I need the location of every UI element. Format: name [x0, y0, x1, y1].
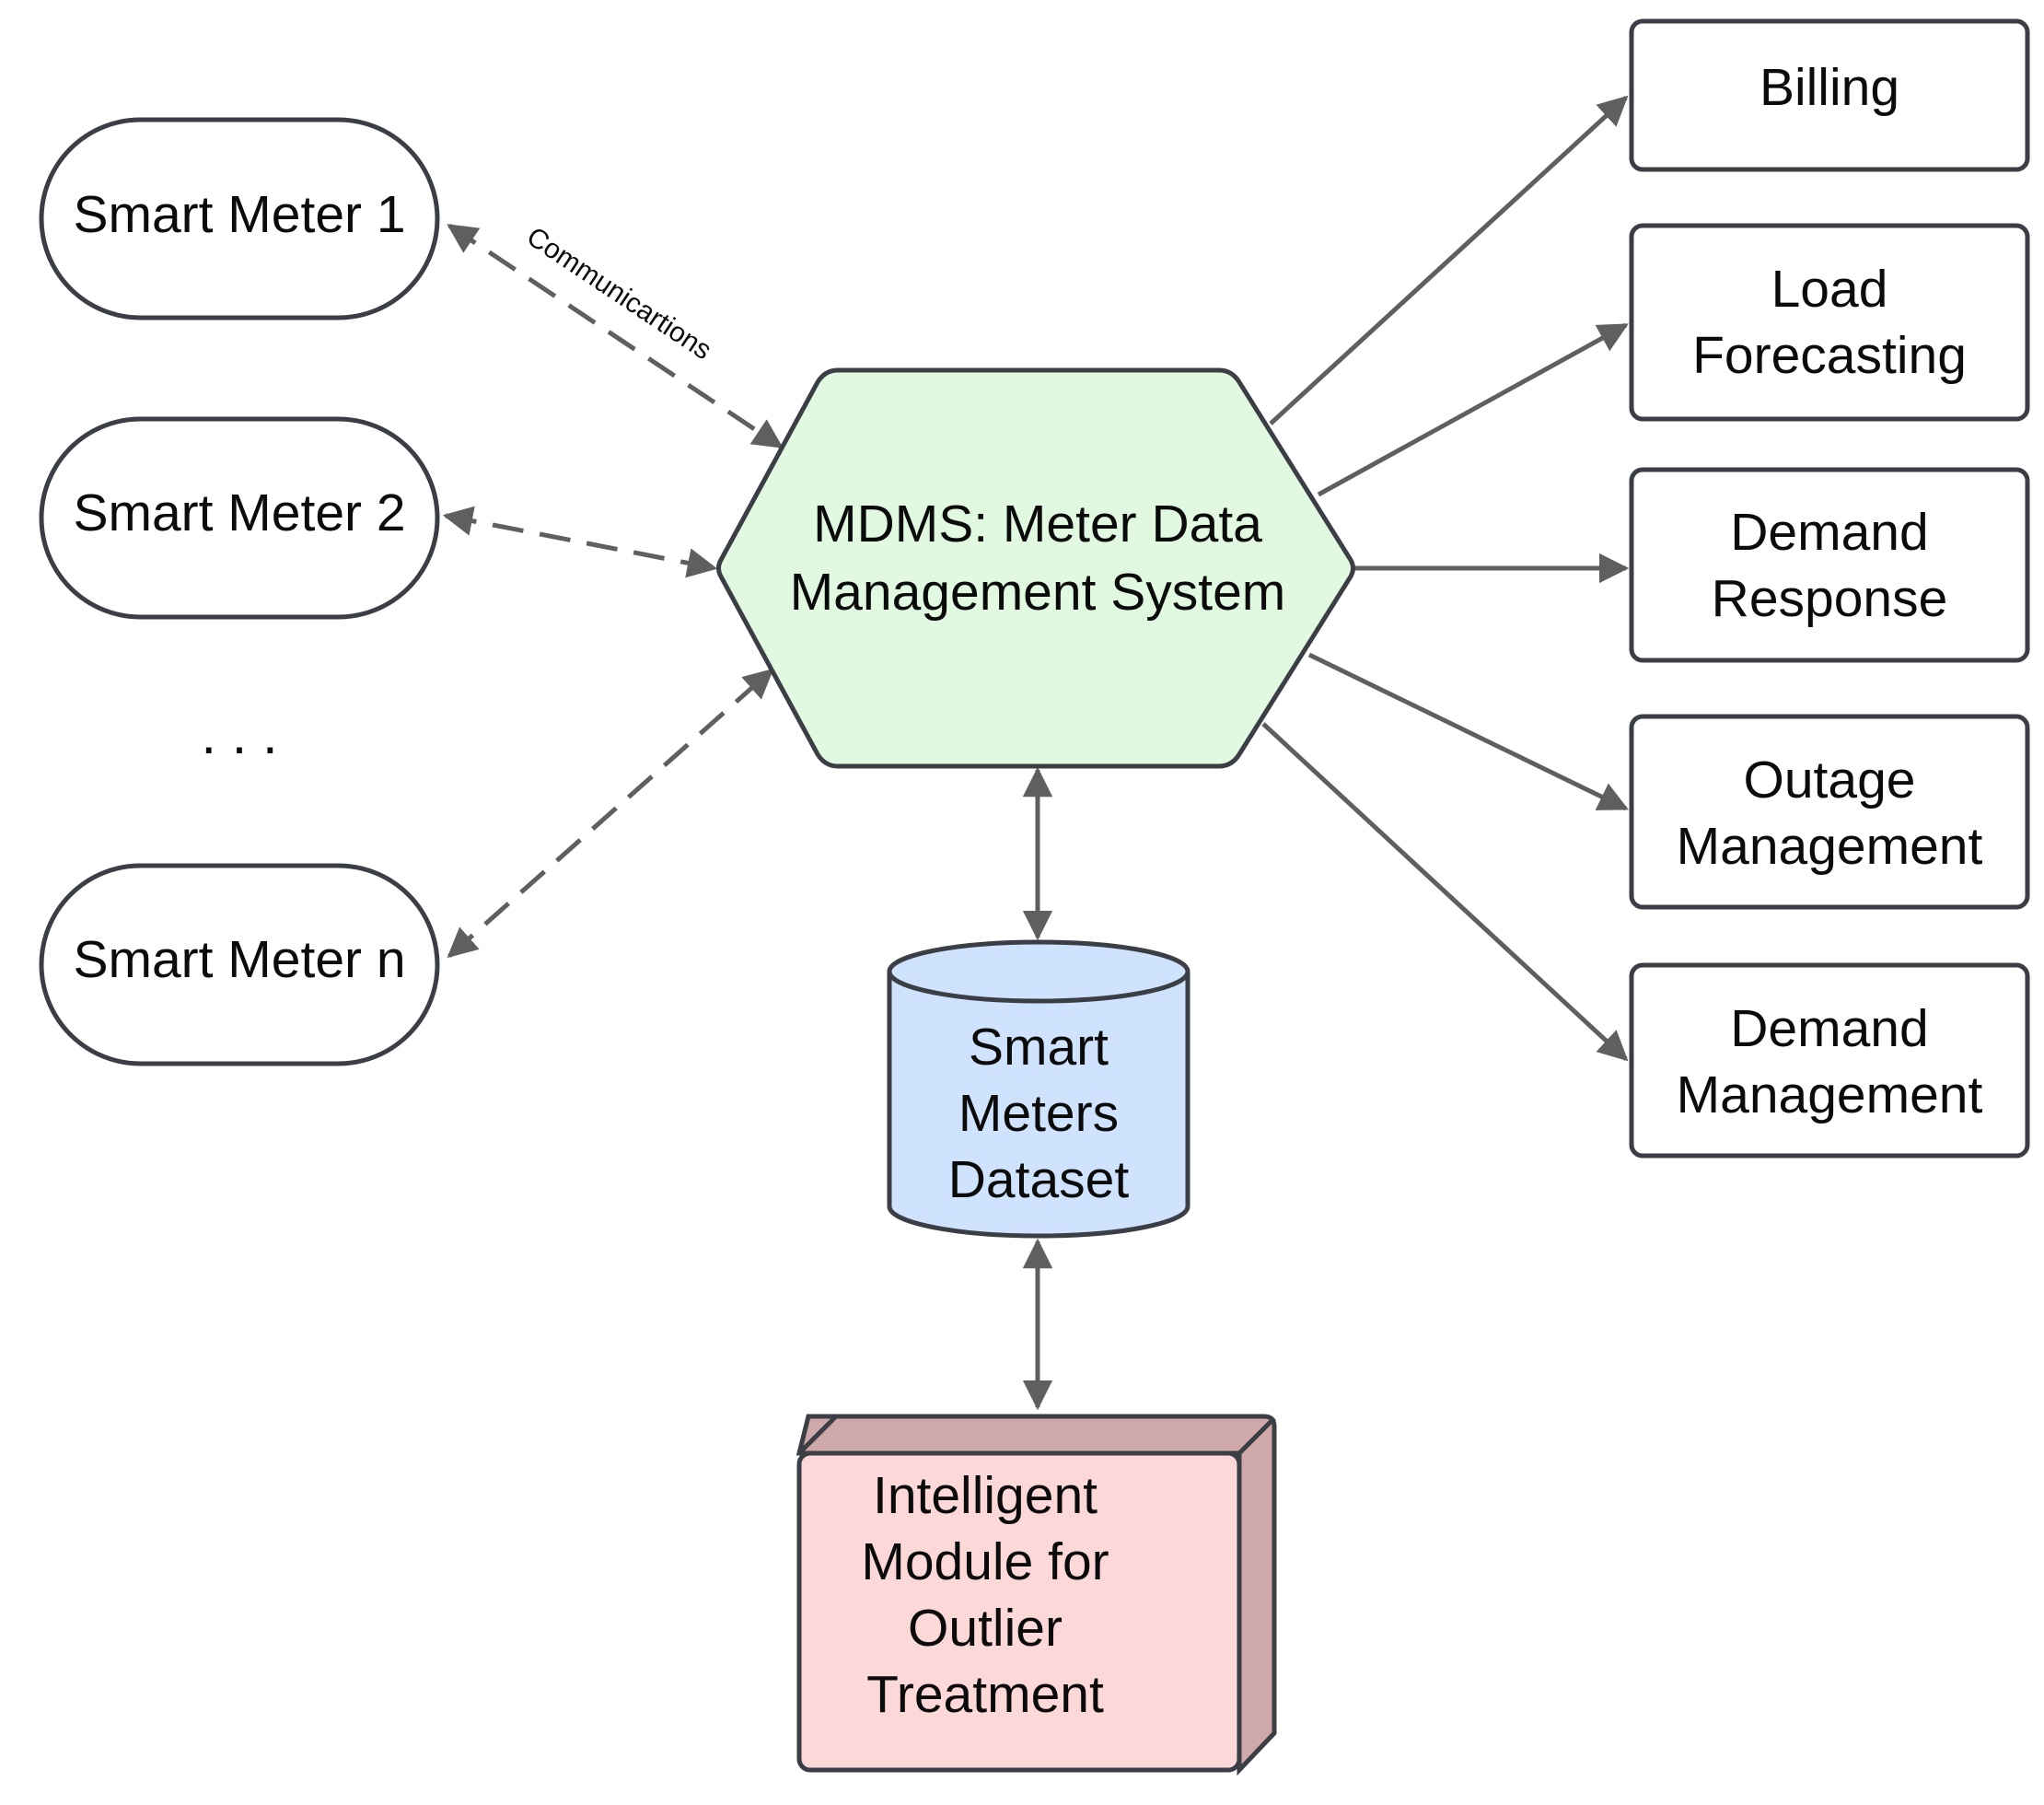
outage-management-label-line-1: Outage [1744, 751, 1916, 809]
more-meters-ellipsis: . . . [201, 704, 277, 765]
demand-response-label-line-2: Response [1712, 569, 1948, 628]
mdms-label-line-2: Management System [790, 563, 1286, 622]
outage-management-label-line-2: Management [1677, 817, 1983, 876]
edge-metern-mdms [447, 668, 774, 959]
smart-meter-node-1: Smart Meter 1 [39, 117, 440, 320]
billing-node: Billing [1629, 18, 2030, 172]
load-forecasting-label-line-2: Forecasting [1692, 326, 1967, 385]
smart-meter-2-label: Smart Meter 2 [73, 483, 405, 542]
demand-response-node: Demand Response [1629, 467, 2030, 663]
load-forecasting-label-line-1: Load [1771, 260, 1888, 319]
outage-management-node: Outage Management [1629, 714, 2030, 910]
module-label-line-2: Module for [861, 1532, 1109, 1591]
edge-mdms-outage-management [1307, 652, 1629, 811]
demand-response-label-line-1: Demand [1730, 503, 1928, 562]
dataset-label-line-1: Smart [969, 1018, 1109, 1077]
demand-management-label-line-2: Management [1677, 1066, 1983, 1124]
edge-mdms-demand-management [1261, 722, 1629, 1062]
dataset-node: Smart Meters Dataset [887, 939, 1190, 1239]
module-label-line-4: Treatment [866, 1665, 1104, 1724]
mdms-label-line-1: MDMS: Meter Data [813, 495, 1262, 553]
module-label-line-3: Outlier [908, 1599, 1063, 1658]
dataset-label-line-3: Dataset [948, 1150, 1130, 1209]
mdms-node: MDMS: Meter Data Management System [716, 367, 1355, 769]
dataset-label-line-2: Meters [958, 1084, 1119, 1143]
edge-mdms-billing [1269, 95, 1629, 425]
smart-meter-n-label: Smart Meter n [73, 930, 405, 989]
smart-meter-1-label: Smart Meter 1 [73, 185, 405, 244]
module-label-line-1: Intelligent [873, 1466, 1097, 1525]
edge-meter1-mdms [447, 223, 784, 449]
billing-label: Billing [1759, 58, 1899, 117]
demand-management-label-line-1: Demand [1730, 999, 1928, 1058]
edge-mdms-load-forecasting [1317, 322, 1629, 497]
outlier-module-node: Intelligent Module for Outlier Treatment [796, 1414, 1277, 1776]
smart-meter-node-2: Smart Meter 2 [39, 416, 440, 620]
smart-meter-node-n: Smart Meter n [39, 863, 440, 1066]
edge-meter2-mdms [442, 506, 718, 578]
load-forecasting-node: Load Forecasting [1629, 223, 2030, 422]
demand-management-node: Demand Management [1629, 962, 2030, 1159]
